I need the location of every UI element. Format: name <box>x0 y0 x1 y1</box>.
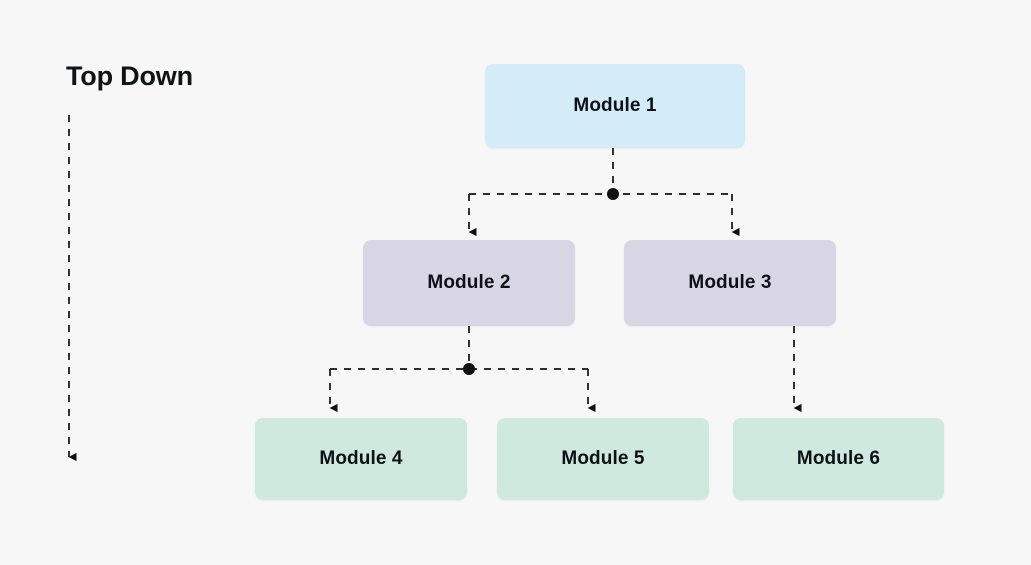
node-module-5[interactable]: Module 5 <box>497 418 709 500</box>
node-label-module-3: Module 3 <box>688 272 772 293</box>
node-module-1[interactable]: Module 1 <box>485 64 745 148</box>
node-label-module-4: Module 4 <box>319 448 403 469</box>
node-label-module-5: Module 5 <box>561 448 645 469</box>
node-module-6[interactable]: Module 6 <box>733 418 944 500</box>
junction-dot-top <box>607 188 619 200</box>
page-title: Top Down <box>66 61 193 91</box>
node-module-4[interactable]: Module 4 <box>255 418 467 500</box>
node-label-module-2: Module 2 <box>427 272 511 293</box>
junction-dot-mid <box>463 363 475 375</box>
node-module-3[interactable]: Module 3 <box>624 240 836 326</box>
node-module-2[interactable]: Module 2 <box>363 240 575 326</box>
node-label-module-6: Module 6 <box>796 448 881 469</box>
node-label-module-1: Module 1 <box>573 95 657 116</box>
